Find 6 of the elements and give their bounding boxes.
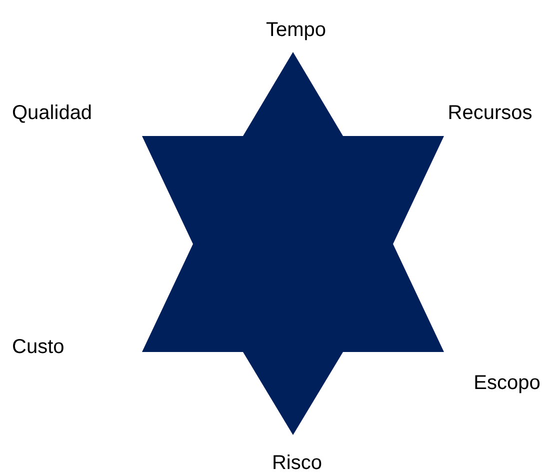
star-point-label: Recursos [448, 101, 532, 125]
star-point-label: Tempo [266, 18, 326, 42]
star-point-label: Custo [12, 335, 64, 359]
star-point-label: Qualidad [12, 101, 92, 125]
star-point-label: Risco [272, 451, 322, 475]
star-point-label: Escopo [474, 371, 540, 395]
